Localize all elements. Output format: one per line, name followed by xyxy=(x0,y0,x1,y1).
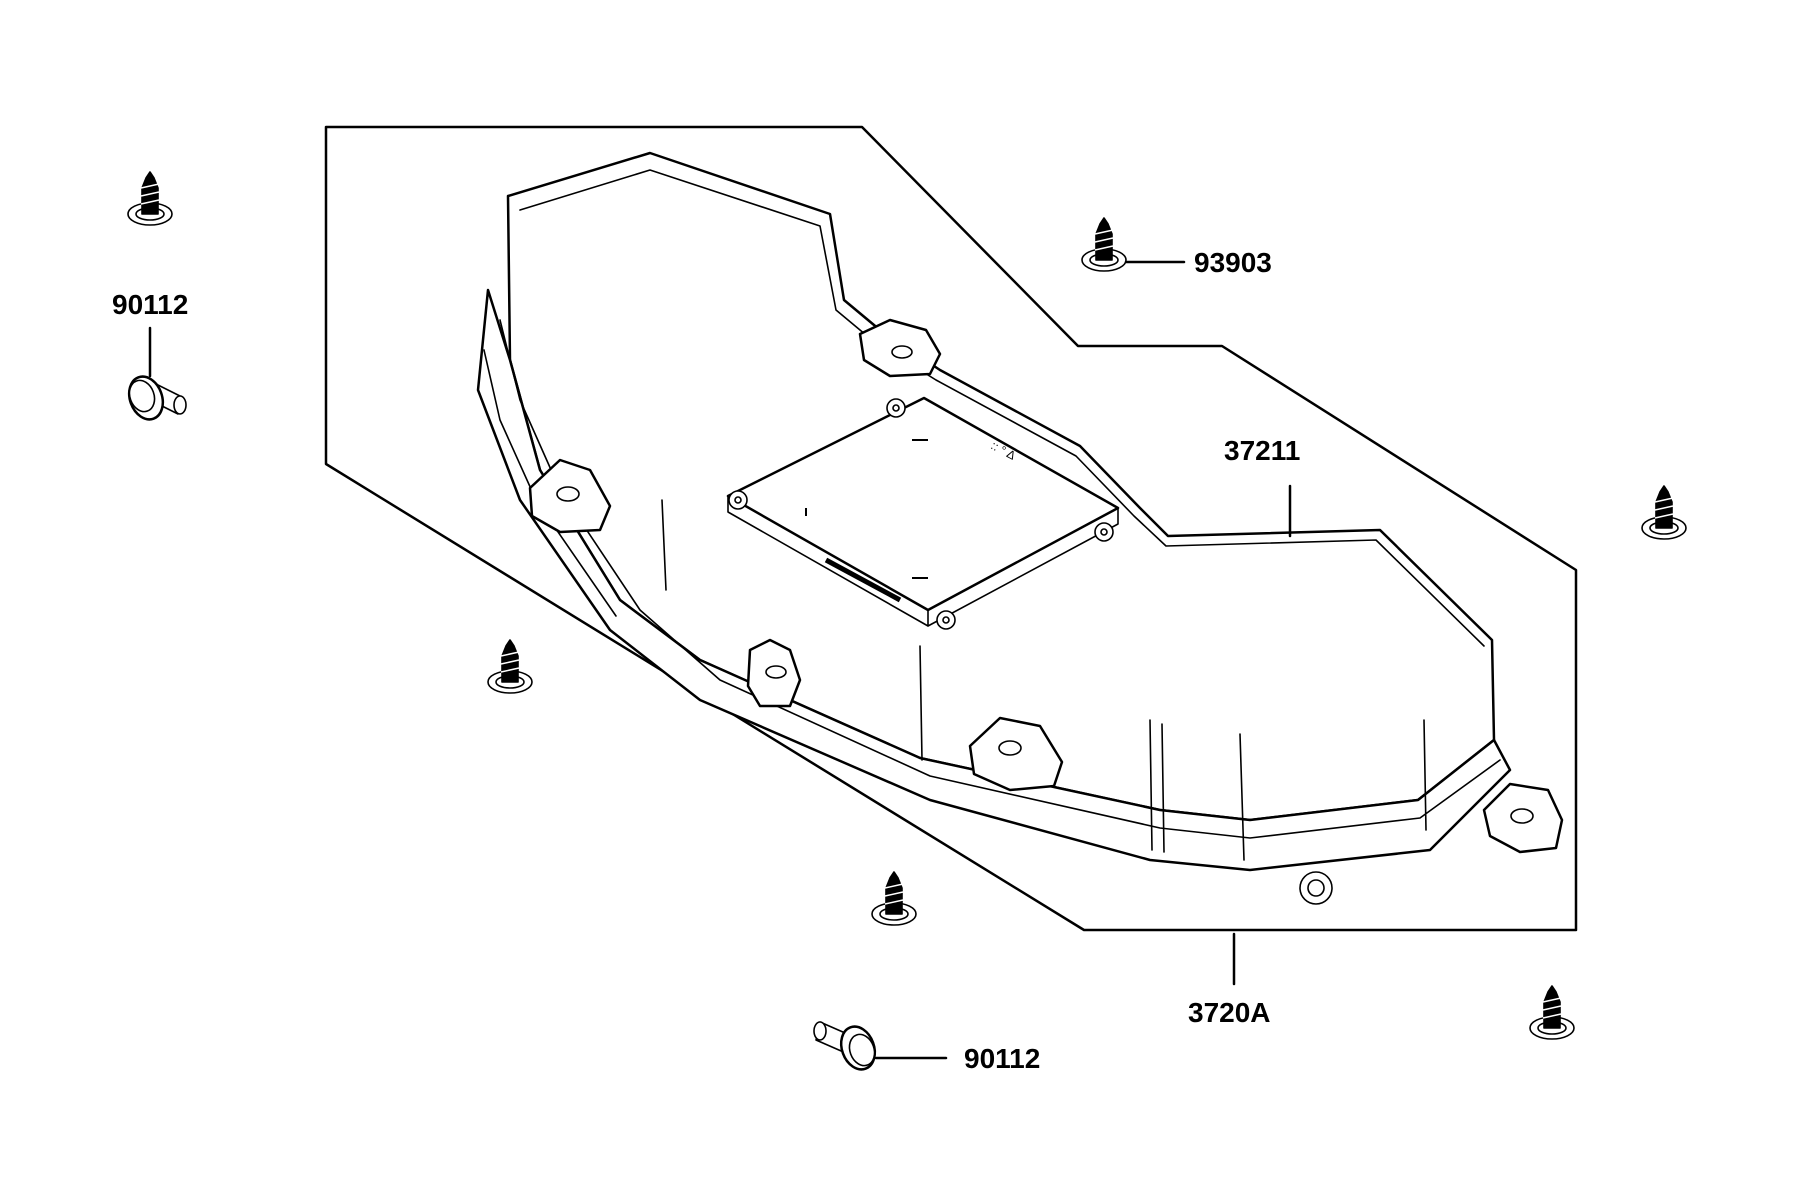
tapping-screw-icon xyxy=(127,171,173,226)
callout-37211: 37211 xyxy=(1224,435,1300,466)
flanged-bolt-icon xyxy=(813,1021,877,1071)
callout-90112-bottom: 90112 xyxy=(964,1043,1040,1074)
tapping-screw-icon xyxy=(871,871,917,926)
callout-3720A: 3720A xyxy=(1188,997,1271,1028)
tapping-screw-icon xyxy=(1081,217,1127,272)
tapping-screw-icon xyxy=(487,639,533,694)
meter-housing-icon: :: ° ∆ xyxy=(476,151,1564,905)
callout-90112-left: 90112 xyxy=(112,289,188,320)
callout-93903: 93903 xyxy=(1194,247,1272,278)
assembly-boundary xyxy=(324,125,1578,932)
tapping-screw-icon xyxy=(1641,485,1687,540)
tapping-screw-icon xyxy=(1529,985,1575,1040)
flanged-bolt-icon xyxy=(127,375,187,421)
